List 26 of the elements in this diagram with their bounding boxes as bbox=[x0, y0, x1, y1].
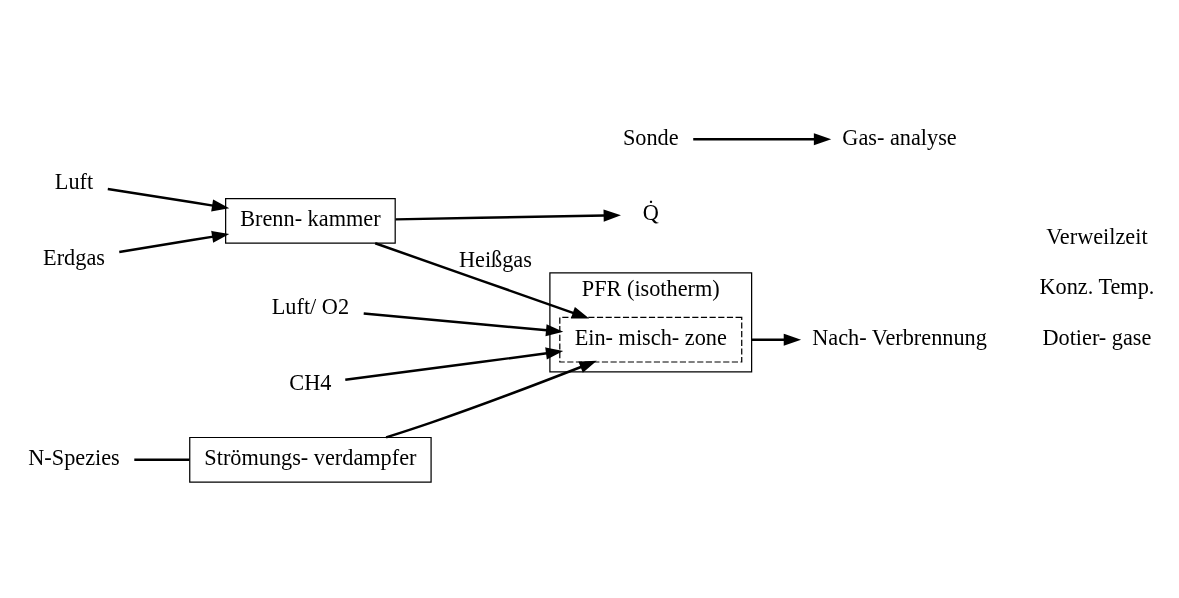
node-text: Sonde bbox=[622, 124, 679, 150]
node-box: Strömungs- verdampfer bbox=[189, 436, 432, 483]
connector bbox=[134, 458, 190, 461]
label: Dotier- gase bbox=[1042, 324, 1152, 350]
node-text: Nach- Verbrennung bbox=[812, 324, 987, 350]
arrow bbox=[374, 241, 590, 318]
label: Verweilzeit bbox=[1046, 223, 1148, 249]
arrow bbox=[693, 132, 832, 145]
node-text: Q̇ bbox=[642, 199, 659, 225]
node-box: Ein- misch- zone bbox=[559, 316, 743, 363]
arrow bbox=[107, 187, 230, 211]
node-box: Brenn- kammer bbox=[225, 197, 396, 244]
node-text: CH4 bbox=[289, 369, 332, 395]
node-text: Gas- analyse bbox=[842, 124, 957, 150]
node-text: Erdgas bbox=[43, 244, 105, 270]
node-text: N-Spezies bbox=[28, 444, 120, 470]
arrow bbox=[385, 360, 597, 439]
node-text: Luft bbox=[54, 168, 94, 194]
label: Konz. Temp. bbox=[1039, 273, 1155, 299]
arrow bbox=[345, 346, 564, 381]
edge-label: Heißgas bbox=[458, 246, 532, 272]
arrow bbox=[751, 333, 802, 346]
arrow bbox=[395, 209, 621, 222]
node-text: Luft/ O2 bbox=[271, 293, 350, 319]
arrow bbox=[363, 311, 564, 336]
arrow bbox=[119, 230, 230, 253]
